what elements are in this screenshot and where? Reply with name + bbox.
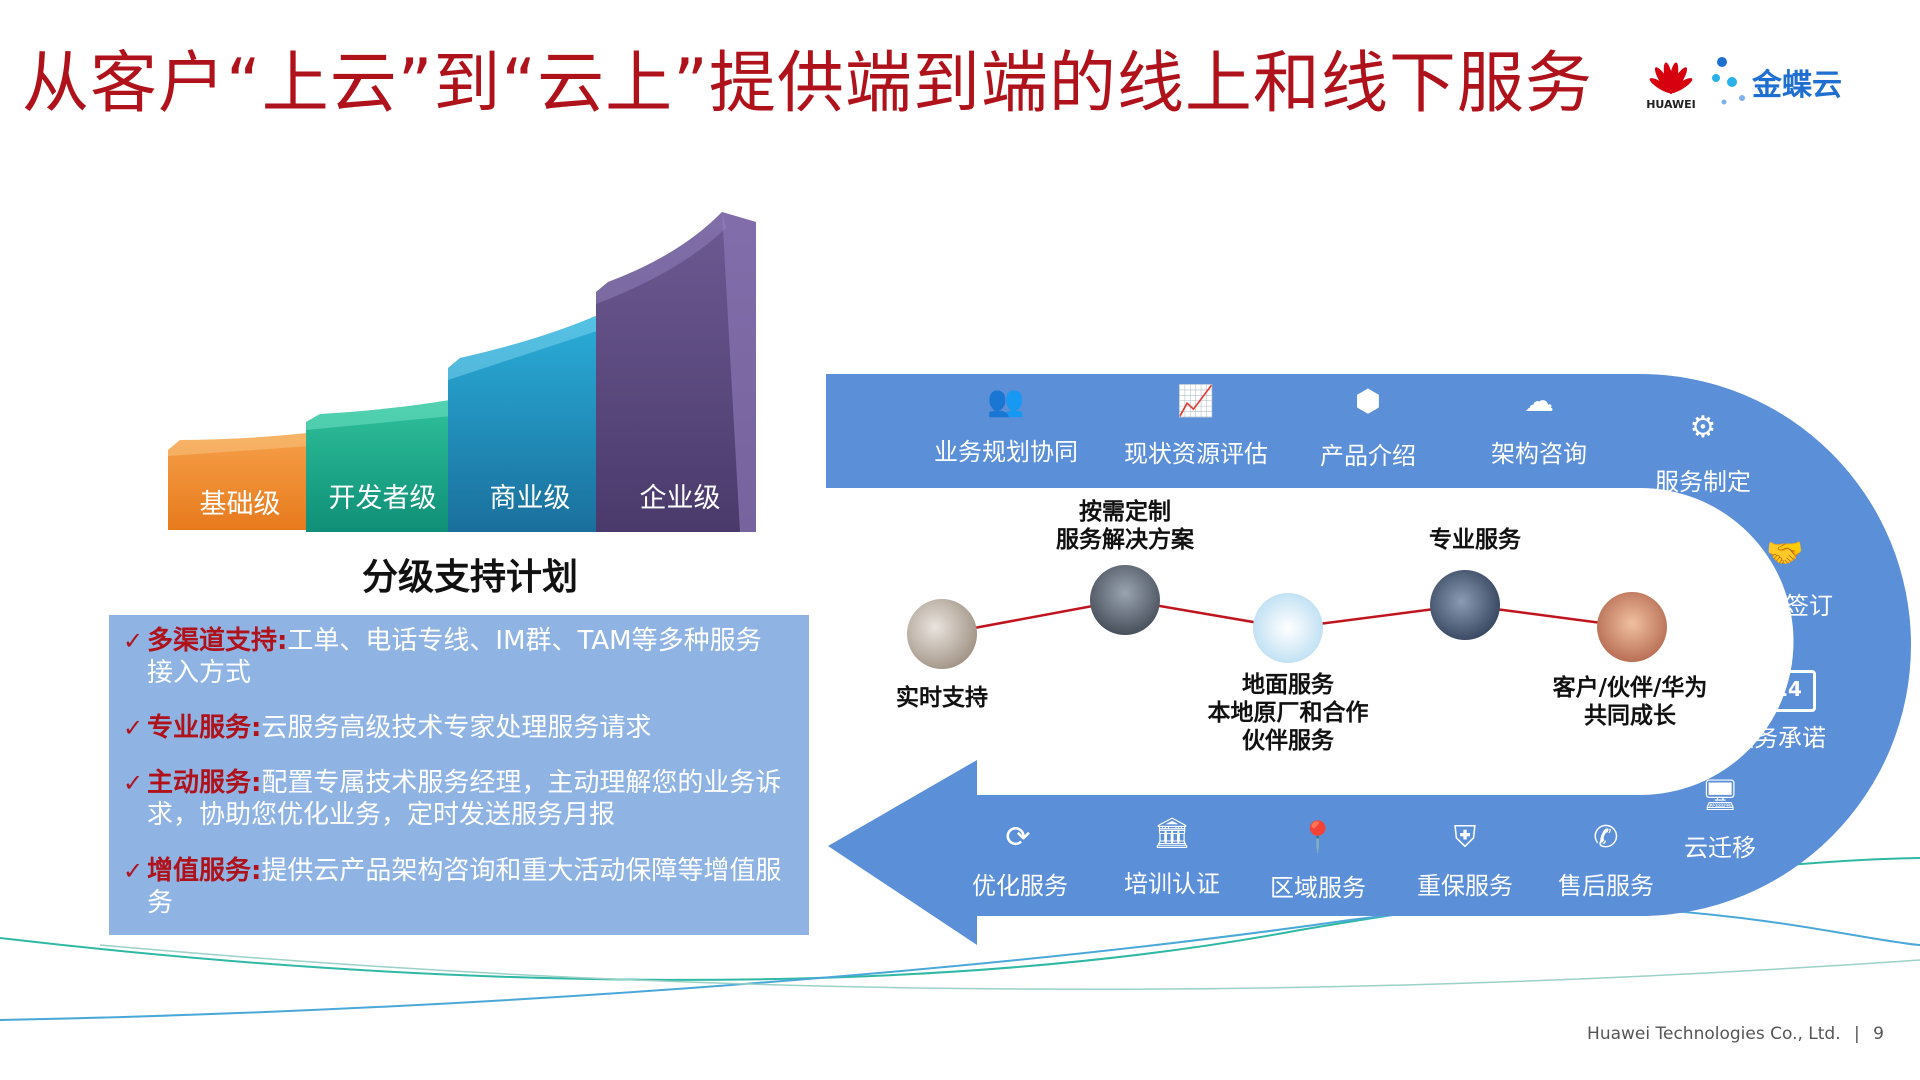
node-growth-image: [1597, 592, 1667, 662]
service-business-planning: 业务规划协同: [934, 438, 1078, 466]
check-icon: ✓: [123, 769, 144, 797]
node-label-ground-service: 地面服务 本地原厂和合作 伙伴服务: [1207, 672, 1369, 754]
service-commitment: 服务承诺: [1730, 724, 1826, 752]
service-planning: 服务制定: [1655, 468, 1751, 496]
team-icon: 👥: [987, 384, 1025, 419]
tier-chart-title: 分级支持计划: [361, 557, 578, 598]
service-regional: 区域服务: [1270, 874, 1366, 902]
features-panel: ✓ 多渠道支持:工单、电话专线、IM群、TAM等多种服务接入方式 ✓ 专业服务:…: [109, 615, 809, 935]
tier-step-business: 商业级: [489, 483, 571, 514]
gear-icon: ⚙: [1689, 410, 1717, 445]
footer-separator: |: [1854, 1024, 1860, 1044]
service-cloud-migration: 云迁移: [1684, 834, 1756, 862]
page-number: 9: [1873, 1024, 1884, 1044]
huawei-logo-text: HUAWEI: [1646, 98, 1696, 111]
node-label-growth: 客户/伙伴/华为 共同成长: [1552, 675, 1708, 729]
node-professional-service-image: [1430, 570, 1500, 640]
feature-item: ✓ 多渠道支持:工单、电话专线、IM群、TAM等多种服务接入方式: [123, 626, 762, 688]
tier-step-enterprise: 企业级: [639, 483, 721, 514]
service-key-assurance: 重保服务: [1417, 872, 1513, 900]
location-icon: 📍: [1299, 820, 1337, 855]
service-product-intro: 产品介绍: [1320, 442, 1416, 470]
kingdee-logo-dots: [1712, 57, 1745, 105]
chart-icon: 📈: [1177, 384, 1215, 419]
feature-item: ✓ 主动服务:配置专属技术服务经理，主动理解您的业务诉求，协助您优化业务，定时发…: [123, 768, 782, 830]
feature-item: ✓ 专业服务:云服务高级技术专家处理服务请求: [123, 713, 652, 743]
service-architecture-consulting: 架构咨询: [1491, 440, 1587, 468]
feature-item: ✓ 增值服务:提供云产品架构咨询和重大活动保障等增值服务: [123, 856, 782, 918]
calendar-icon: 24: [1760, 670, 1816, 712]
node-label-realtime-support: 实时支持: [896, 685, 988, 711]
shield-icon: ⛨: [1453, 820, 1477, 855]
footer: Huawei Technologies Co., Ltd. | 9: [1587, 1024, 1884, 1044]
node-custom-solution-image: [1090, 565, 1160, 635]
cube-icon: ⬢: [1354, 384, 1382, 419]
service-resource-assessment: 现状资源评估: [1124, 440, 1268, 468]
node-ground-service-image: [1253, 593, 1323, 663]
tier-step-developer: 开发者级: [328, 483, 437, 514]
training-icon: 🏛: [1152, 816, 1192, 851]
migrate-icon: 🖥: [1700, 778, 1740, 813]
phone-icon: ✆: [1593, 820, 1619, 855]
check-icon: ✓: [123, 714, 144, 742]
tier-step-basic: 基础级: [199, 489, 281, 520]
huawei-logo: [1649, 62, 1693, 94]
node-realtime-support-image: [907, 599, 977, 669]
footer-company: Huawei Technologies Co., Ltd.: [1587, 1024, 1841, 1044]
kingdee-logo-text: 金蝶云: [1752, 68, 1842, 103]
check-icon: ✓: [123, 857, 144, 885]
tier-steps: [168, 212, 756, 532]
handshake-icon: 🤝: [1766, 536, 1804, 571]
node-label-custom-solution: 按需定制 服务解决方案: [1056, 499, 1194, 553]
service-optimization: 优化服务: [972, 872, 1068, 900]
service-contract: 合同签订: [1737, 592, 1833, 620]
check-icon: ✓: [123, 627, 144, 655]
page-title: 从客户“上云”到“云上”提供端到端的线上和线下服务: [22, 44, 1593, 122]
service-training: 培训认证: [1124, 870, 1220, 898]
service-after-sales: 售后服务: [1558, 872, 1654, 900]
cloud-icon: ☁: [1524, 384, 1554, 419]
refresh-icon: ⟳: [1005, 820, 1031, 855]
node-label-professional-service: 专业服务: [1429, 527, 1521, 553]
